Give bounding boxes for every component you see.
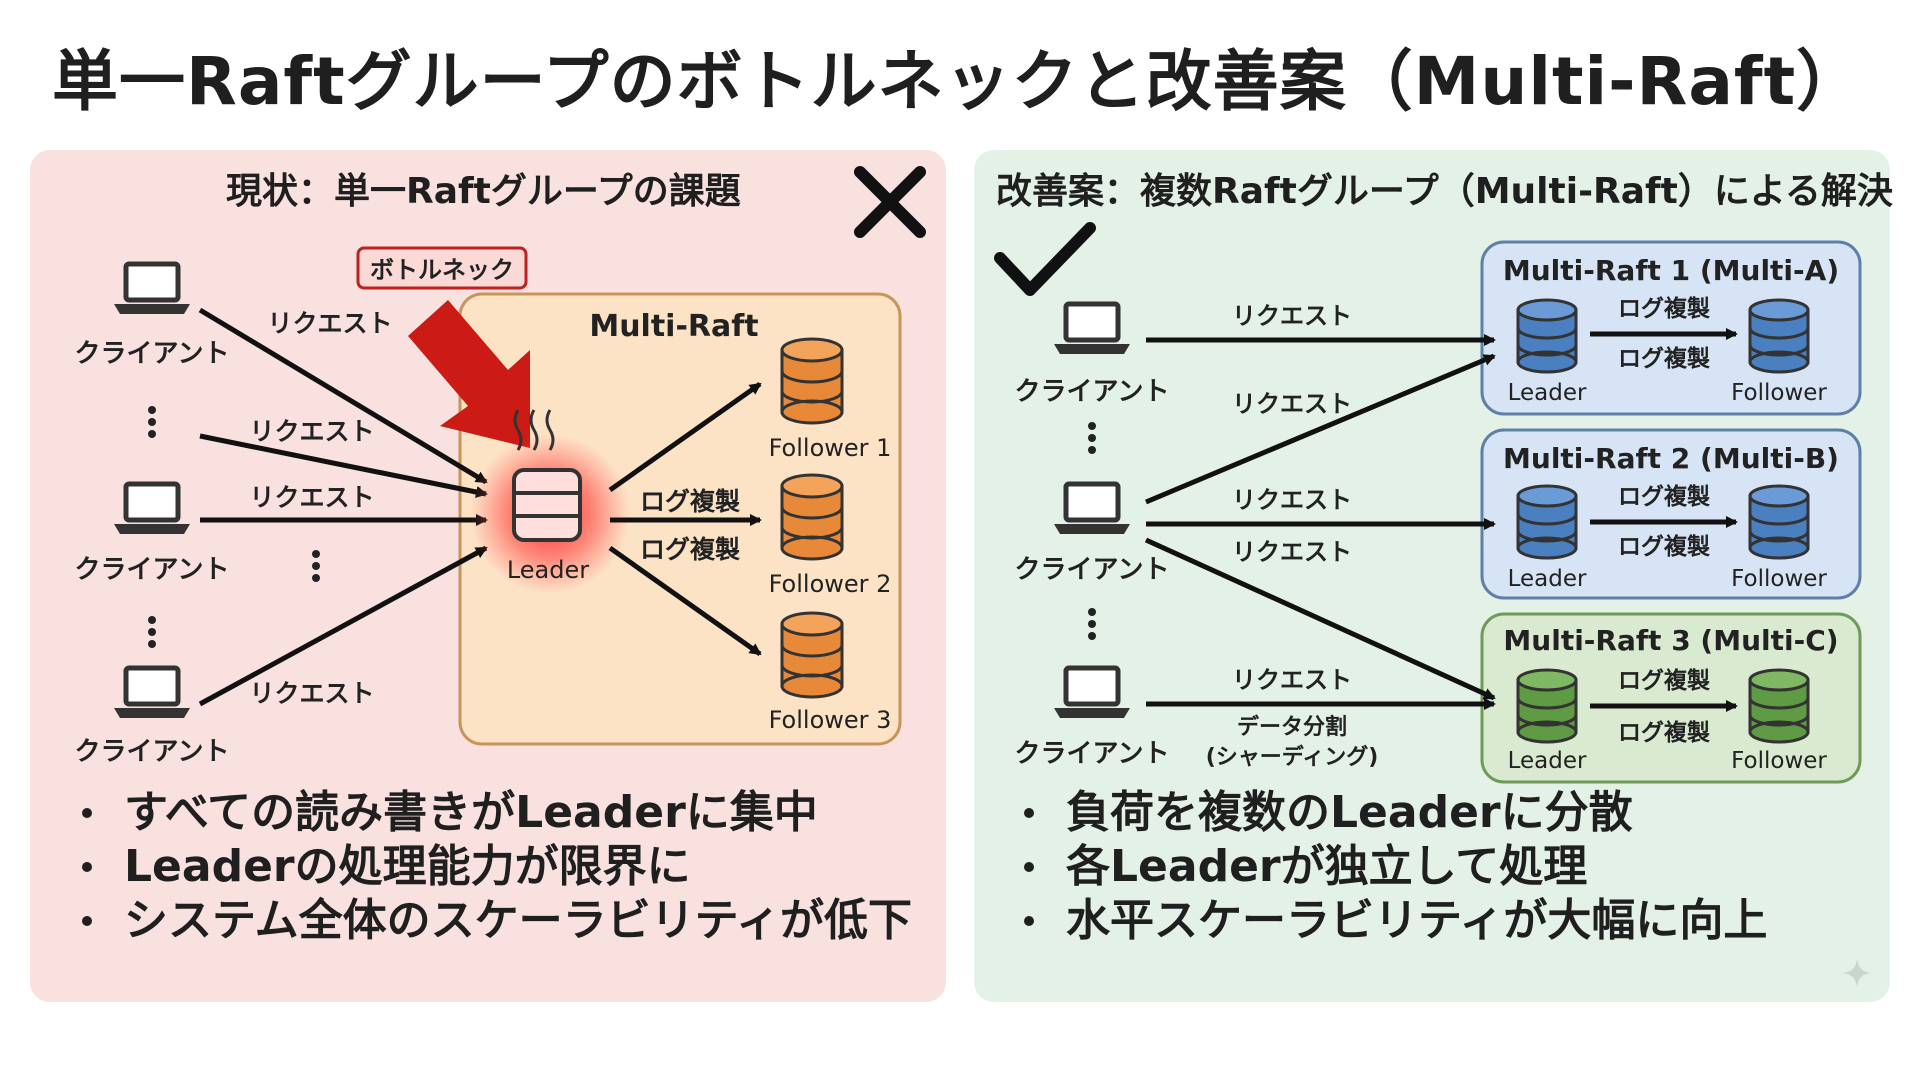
bottleneck-badge bbox=[356, 246, 528, 290]
follower-database-icon bbox=[1748, 484, 1810, 560]
request-arrow bbox=[1144, 537, 1496, 701]
solution-bullet-list: 負荷を複数のLeaderに分散 各Leaderが独立して処理 水平スケーラビリテ… bbox=[1014, 786, 1767, 948]
bullet-item: システム全体のスケーラビリティが低下 bbox=[72, 894, 912, 948]
laptop-icon bbox=[114, 264, 190, 314]
single-raft-diagram: Multi-Raft ボトルネック クライアント クライアント クライアント リ… bbox=[75, 166, 926, 767]
follower-database-icon bbox=[1748, 668, 1810, 744]
request-label: リクエスト bbox=[249, 679, 374, 708]
multi-raft-diagram: Multi-Raft 1 (Multi-A) Multi-Raft 2 (Mul… bbox=[994, 222, 1862, 784]
replication-label: ログ複製 bbox=[1618, 483, 1710, 510]
bullet-item: 水平スケーラビリティが大幅に向上 bbox=[1014, 894, 1767, 948]
client-label: クライアント bbox=[75, 339, 230, 369]
laptop-icon bbox=[1054, 304, 1130, 354]
check-icon bbox=[994, 222, 1096, 296]
bullet-item: 各Leaderが独立して処理 bbox=[1014, 840, 1767, 894]
leader-label: Leader bbox=[507, 556, 589, 584]
leader-label: Leader bbox=[1508, 566, 1587, 592]
replication-label: ログ複製 bbox=[1618, 533, 1710, 560]
follower-label: Follower 1 bbox=[769, 434, 892, 462]
replication-arrow bbox=[608, 545, 762, 657]
bullet-item: すべての読み書きがLeaderに集中 bbox=[72, 786, 912, 840]
ellipsis-icon bbox=[148, 406, 320, 648]
request-label: リクエスト bbox=[249, 417, 374, 446]
request-label: リクエスト bbox=[1232, 486, 1352, 514]
laptop-icon bbox=[1054, 484, 1130, 534]
bullet-item: 負荷を複数のLeaderに分散 bbox=[1014, 786, 1767, 840]
leader-label: Leader bbox=[1508, 748, 1587, 774]
ellipsis-icon bbox=[1088, 422, 1096, 640]
client-label: クライアント bbox=[1015, 739, 1170, 769]
request-label: リクエスト bbox=[1232, 666, 1352, 694]
client-label: クライアント bbox=[75, 737, 230, 767]
leader-database-icon bbox=[1516, 484, 1578, 560]
bullet-item: Leaderの処理能力が限界に bbox=[72, 840, 912, 894]
replication-label: ログ複製 bbox=[1618, 719, 1710, 746]
issue-bullet-list: すべての読み書きがLeaderに集中 Leaderの処理能力が限界に システム全… bbox=[72, 786, 912, 948]
client-label: クライアント bbox=[1015, 377, 1170, 407]
laptop-icon bbox=[114, 484, 190, 534]
laptop-icon bbox=[114, 668, 190, 718]
replication-label: ログ複製 bbox=[640, 535, 740, 564]
current-issue-heading: 現状：単一Raftグループの課題 bbox=[226, 171, 741, 212]
follower-label: Follower bbox=[1731, 748, 1827, 774]
sparkle-icon bbox=[1842, 958, 1872, 988]
leader-server-icon bbox=[512, 409, 582, 542]
request-label: リクエスト bbox=[267, 309, 392, 338]
sharding-label: データ分割 bbox=[1237, 714, 1347, 740]
request-label: リクエスト bbox=[1232, 538, 1352, 566]
request-label: リクエスト bbox=[1232, 390, 1352, 418]
database-icon bbox=[780, 611, 844, 699]
cross-icon bbox=[854, 166, 926, 238]
leader-label: Leader bbox=[1508, 380, 1587, 406]
database-icon bbox=[780, 337, 844, 425]
follower-label: Follower 2 bbox=[769, 570, 892, 598]
replication-arrow bbox=[608, 381, 762, 493]
sharding-label: (シャーディング) bbox=[1206, 744, 1379, 770]
bottleneck-arrow-icon bbox=[408, 300, 530, 448]
current-issue-panel: 現状：単一Raftグループの課題 Multi-Raft ボト bbox=[30, 150, 946, 1002]
leader-database-icon bbox=[1516, 298, 1578, 374]
leader-database-icon bbox=[1516, 668, 1578, 744]
client-label: クライアント bbox=[1015, 555, 1170, 585]
replication-label: ログ複製 bbox=[1618, 667, 1710, 694]
replication-label: ログ複製 bbox=[640, 487, 740, 516]
request-label: リクエスト bbox=[1232, 302, 1352, 330]
replication-label: ログ複製 bbox=[1618, 295, 1710, 322]
raft-group-title: Multi-Raft 2 (Multi-B) bbox=[1503, 442, 1839, 475]
raft-group-title: Multi-Raft 1 (Multi-A) bbox=[1503, 254, 1839, 287]
client-label: クライアント bbox=[75, 555, 230, 585]
cluster-title: Multi-Raft bbox=[589, 309, 758, 344]
improvement-heading: 改善案：複数Raftグループ（Multi-Raft）による解決 bbox=[996, 171, 1893, 212]
request-arrow bbox=[198, 545, 488, 707]
page-title: 単一Raftグループのボトルネックと改善案（Multi-Raft） bbox=[52, 43, 1864, 120]
follower-label: Follower bbox=[1731, 566, 1827, 592]
improvement-panel: 改善案：複数Raftグループ（Multi-Raft）による解決 Multi-Ra… bbox=[974, 150, 1893, 1002]
replication-label: ログ複製 bbox=[1618, 345, 1710, 372]
laptop-icon bbox=[1054, 668, 1130, 718]
database-icon bbox=[780, 473, 844, 561]
request-arrow bbox=[199, 433, 488, 498]
bottleneck-label: ボトルネック bbox=[370, 256, 514, 284]
follower-label: Follower bbox=[1731, 380, 1827, 406]
request-arrow bbox=[1145, 353, 1496, 505]
follower-label: Follower 3 bbox=[769, 706, 892, 734]
request-arrow bbox=[198, 307, 488, 485]
follower-database-icon bbox=[1748, 298, 1810, 374]
request-label: リクエスト bbox=[249, 483, 374, 512]
raft-group-title: Multi-Raft 3 (Multi-C) bbox=[1503, 624, 1838, 657]
